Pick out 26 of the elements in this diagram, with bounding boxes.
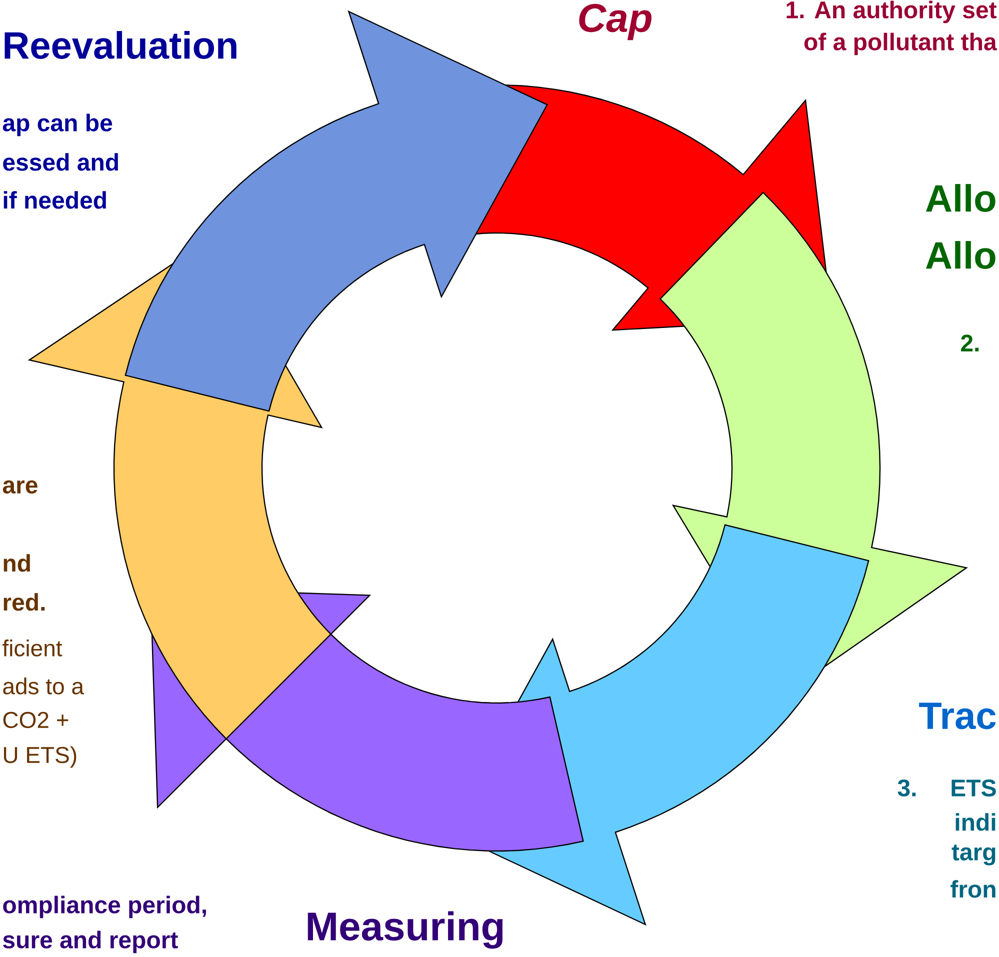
step-heading: Cap [579, 4, 652, 40]
note-text: U ETS) [4, 746, 76, 768]
step-text: fron [950, 880, 996, 898]
step-text: of a pollutant tha [804, 32, 997, 56]
step-text: sure and report [3, 930, 178, 954]
step-number: 3. [898, 779, 916, 796]
step-text: 1. An authority set [786, 0, 996, 24]
step-heading: Measuring [308, 911, 503, 949]
step-number: 2. [961, 334, 979, 352]
note-text: ficient [2, 640, 62, 656]
step-text: ompliance period, [3, 896, 206, 918]
step-text: indi [956, 813, 996, 831]
step-text: ETS [952, 780, 996, 796]
step-heading: Trac [919, 702, 996, 730]
step-text: are [2, 480, 38, 494]
step-heading: Reevaluation [4, 31, 236, 59]
step-text: nd [4, 554, 30, 572]
step-heading: Allo [926, 184, 996, 212]
step-text: ap can be [2, 114, 112, 136]
step-heading: Allo [926, 241, 996, 269]
step-text: if needed [4, 191, 106, 209]
note-text: ads to a [3, 678, 84, 694]
step-text: red. [4, 593, 45, 611]
step-text: targ [952, 844, 996, 866]
step-text: essed and [3, 153, 118, 171]
note-text: CO2 + [3, 712, 68, 728]
